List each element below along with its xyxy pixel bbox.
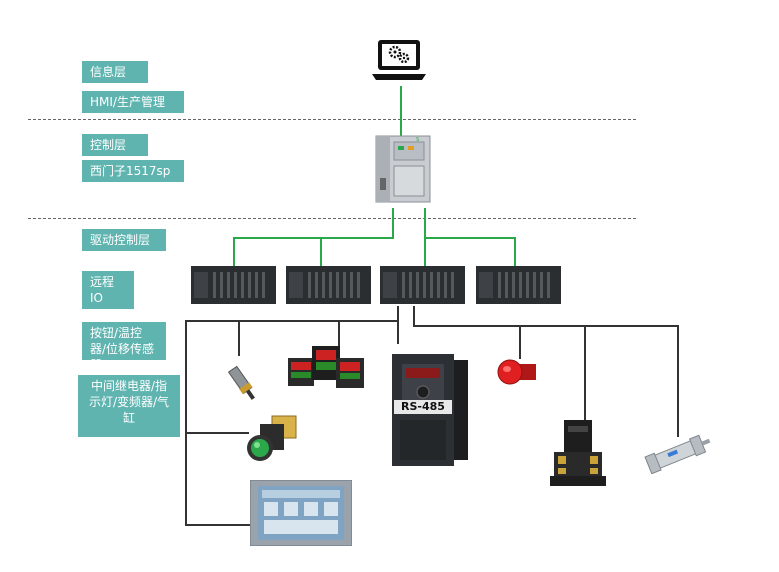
remote-io-module-1	[191, 266, 276, 304]
wire-hmi-panel	[185, 524, 250, 526]
pneumatic-cylinder-icon	[644, 432, 714, 475]
frequency-inverter	[392, 354, 468, 466]
remote-io-module-3	[380, 266, 465, 304]
push-button-icon	[246, 414, 298, 464]
hmi-plc-link	[400, 86, 402, 136]
wire-drop-relay	[584, 325, 586, 421]
label-control-layer: 控制层	[82, 134, 148, 156]
label-info-layer: 信息层	[82, 61, 148, 83]
plc-controller: S	[372, 134, 434, 206]
wire-drop-io	[397, 306, 399, 344]
io-drop-4	[514, 237, 516, 267]
io-bus-left	[233, 237, 394, 239]
label-drive-layer: 驱动控制层	[82, 229, 166, 251]
hmi-touch-panel	[249, 479, 353, 547]
wire-main-vertical	[185, 320, 187, 525]
wire-drop-lamp	[519, 325, 521, 359]
remote-io-module-2	[286, 266, 371, 304]
label-remote-io: 远程IO	[82, 271, 134, 309]
separator-control-drive	[28, 218, 636, 219]
wire-top-horizontal	[185, 320, 398, 322]
svg-text:S: S	[416, 137, 419, 143]
wire-output-drop	[413, 306, 415, 326]
wire-button	[185, 432, 249, 434]
inverter-rs485-label: RS-485	[401, 400, 445, 413]
laptop-gear-icon	[370, 36, 428, 86]
remote-io-module-4	[476, 266, 561, 304]
wire-drop-cylinder	[677, 325, 679, 437]
label-plc: 西门子1517sp	[82, 160, 184, 182]
proximity-sensor-icon	[227, 364, 258, 404]
io-bus-right	[424, 237, 515, 239]
plc-link-right	[424, 208, 426, 238]
io-drop-2	[320, 237, 322, 267]
label-outputs: 中间继电器/指示灯/变频器/气缸	[78, 375, 180, 437]
indicator-lamp-icon	[496, 358, 538, 388]
io-drop-3	[424, 237, 426, 267]
wire-drop-controller	[338, 320, 340, 346]
temperature-controller-icon	[288, 344, 376, 390]
wire-output-bus	[413, 325, 679, 327]
intermediate-relay-icon	[550, 418, 606, 490]
wire-drop-sensor	[238, 320, 240, 356]
label-inputs: 按钮/温控器/位移传感器	[82, 322, 166, 372]
label-hmi: HMI/生产管理	[82, 91, 184, 113]
io-drop-1	[233, 237, 235, 267]
plc-link-left	[392, 208, 394, 238]
separator-info-control	[28, 119, 636, 120]
